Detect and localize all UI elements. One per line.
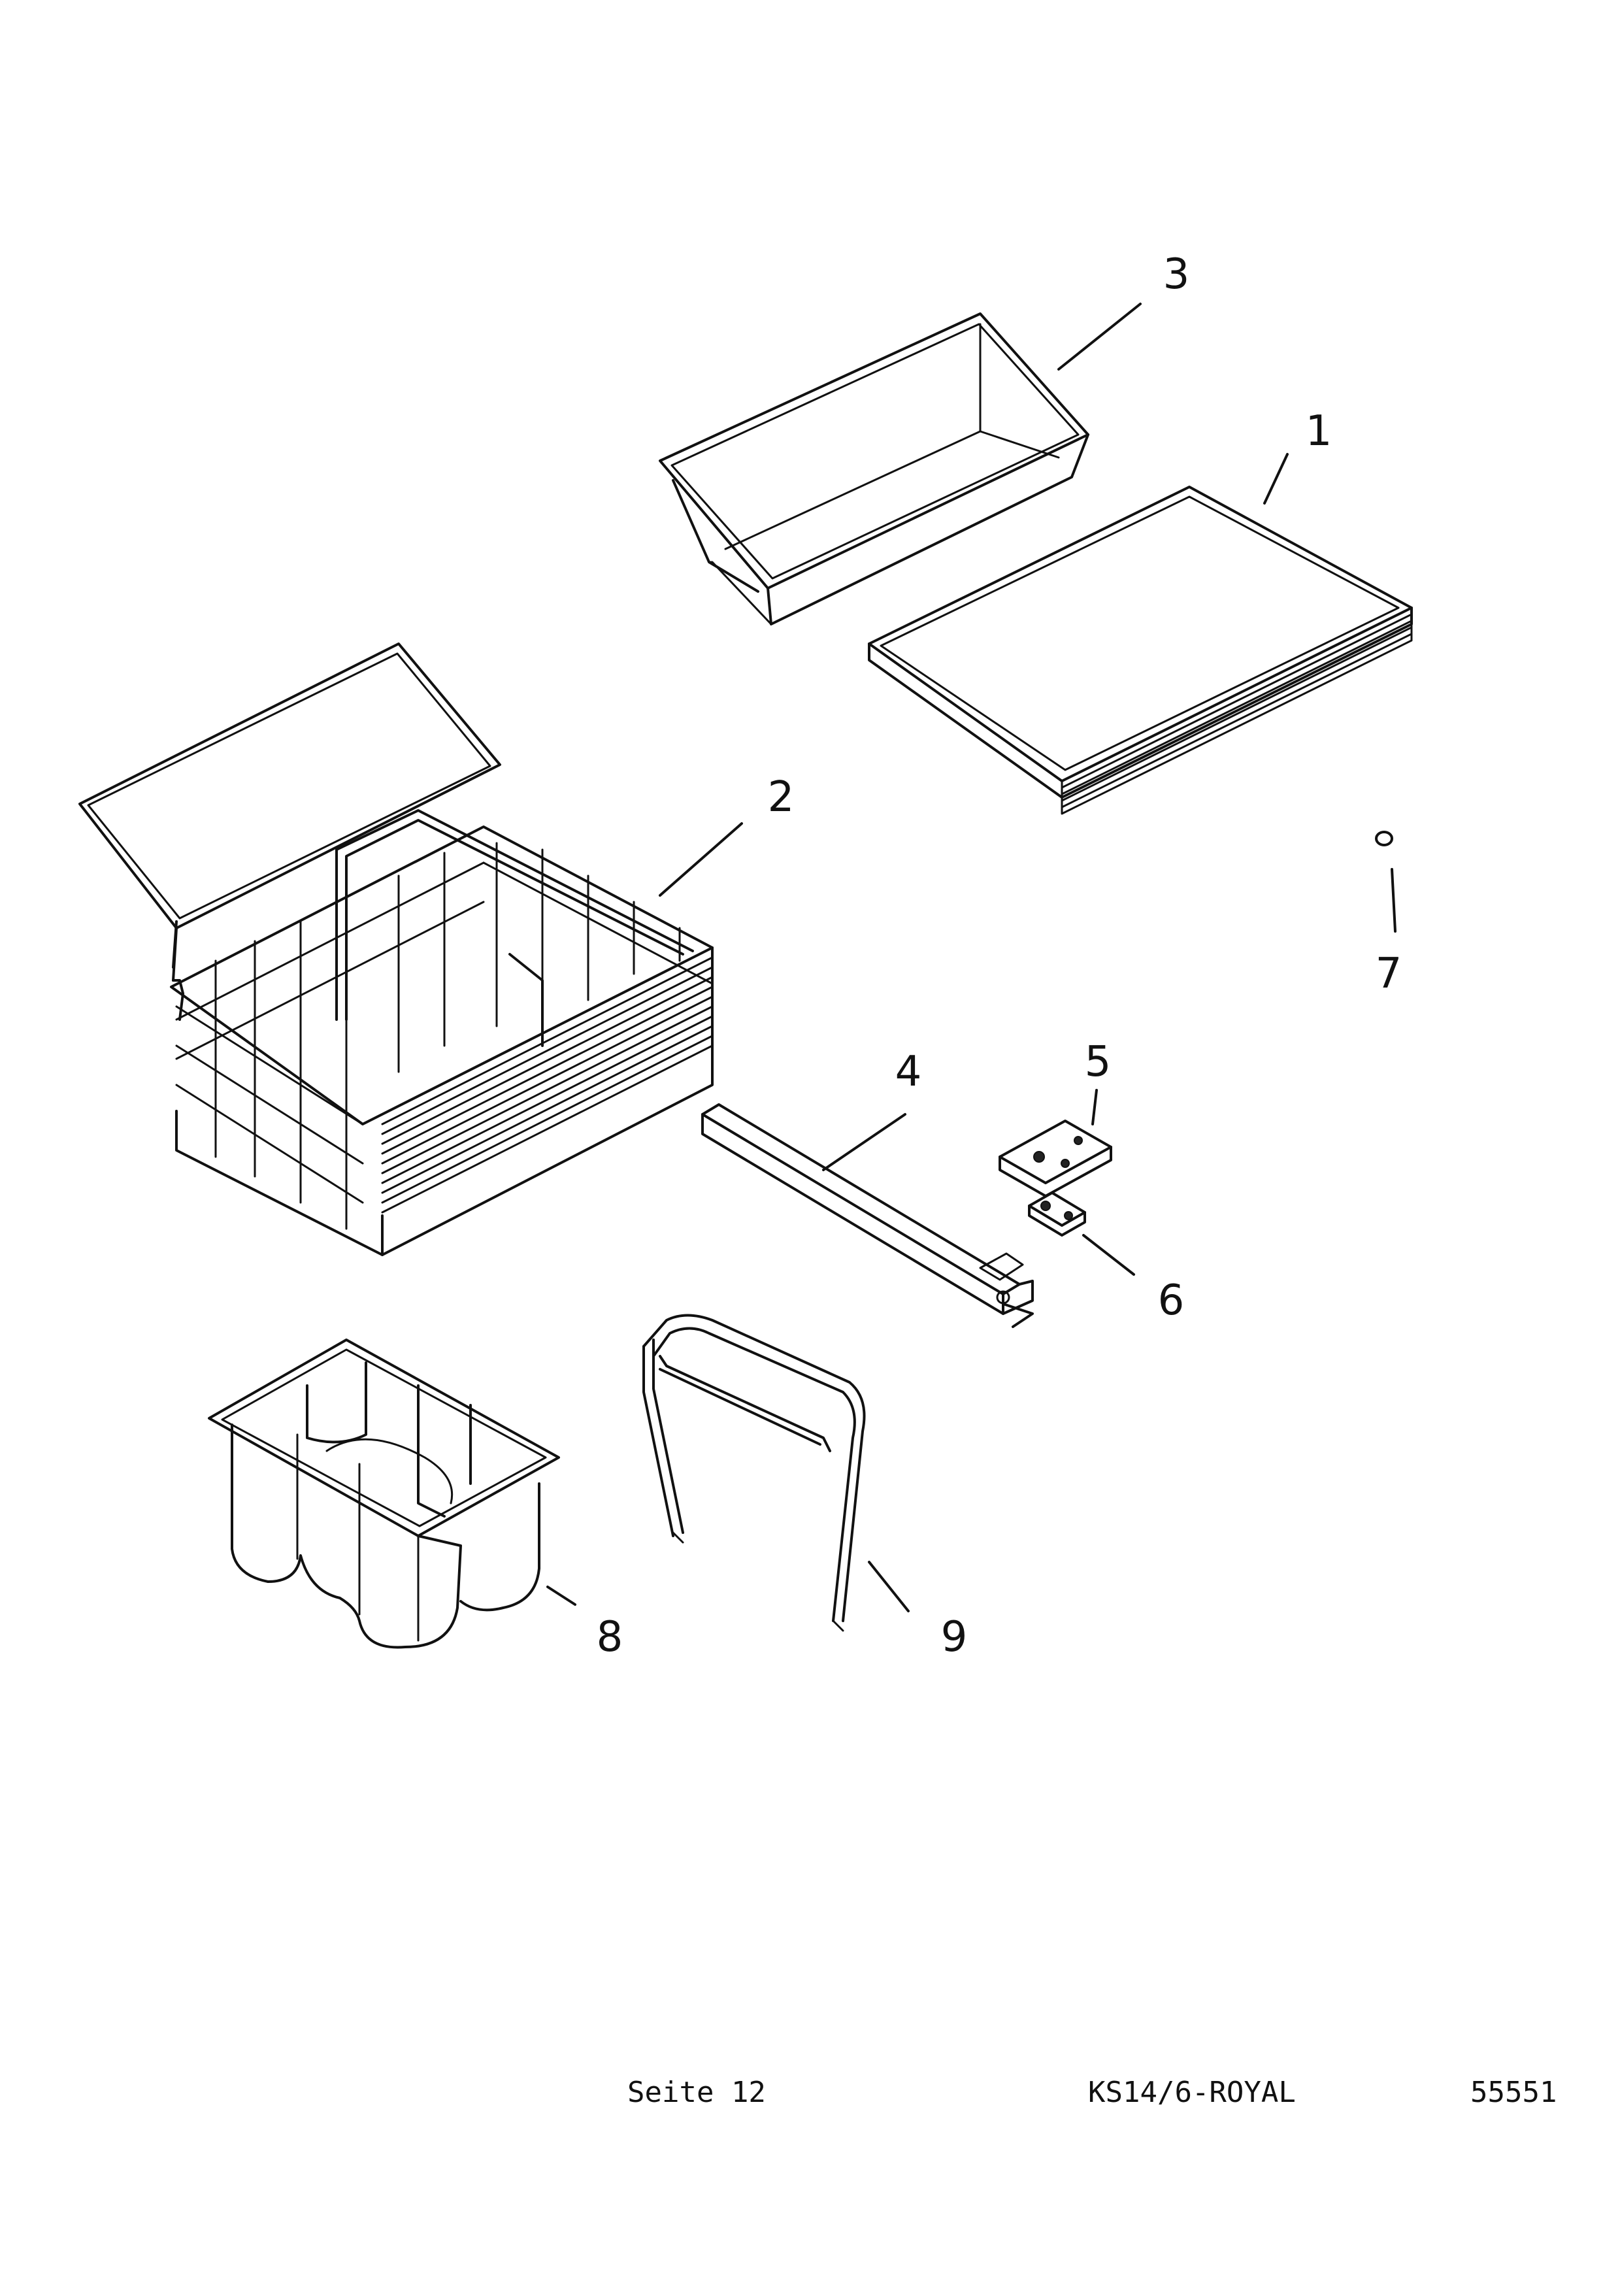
part-9-frame	[642, 1314, 866, 1632]
part-5-bracket	[999, 1120, 1112, 1197]
footer-page-number: Seite 12	[627, 2076, 766, 2109]
leader-line-8	[546, 1586, 576, 1606]
callout-7: 7	[1375, 950, 1402, 998]
leader-line-9	[868, 1561, 910, 1612]
callout-2: 2	[767, 773, 795, 822]
footer-model-name: KS14/6-ROYAL	[1088, 2076, 1296, 2109]
callout-3: 3	[1163, 250, 1190, 299]
leader-line-1	[1263, 453, 1289, 505]
leader-line-5	[1091, 1089, 1098, 1125]
part-2-wire-basket	[78, 642, 714, 1256]
callout-8: 8	[596, 1613, 623, 1661]
part-6-clip	[1028, 1191, 1086, 1237]
part-7-washer	[1375, 831, 1393, 846]
callout-6: 6	[1157, 1276, 1185, 1325]
callout-4: 4	[895, 1048, 922, 1096]
leader-lines	[546, 303, 1397, 1612]
part-4-rail	[701, 1103, 1034, 1328]
callout-9: 9	[940, 1613, 968, 1661]
leader-line-3	[1057, 303, 1142, 371]
part-1-shelf	[868, 486, 1413, 815]
footer-code: 55551	[1470, 2076, 1557, 2109]
part-3-tray	[659, 312, 1089, 625]
leader-line-6	[1082, 1234, 1135, 1276]
callout-1: 1	[1305, 407, 1332, 456]
leader-line-7	[1391, 868, 1397, 933]
leader-line-2	[659, 822, 743, 897]
leader-line-4	[822, 1113, 906, 1171]
part-8-insert	[208, 1339, 560, 1649]
callout-5: 5	[1084, 1038, 1112, 1086]
